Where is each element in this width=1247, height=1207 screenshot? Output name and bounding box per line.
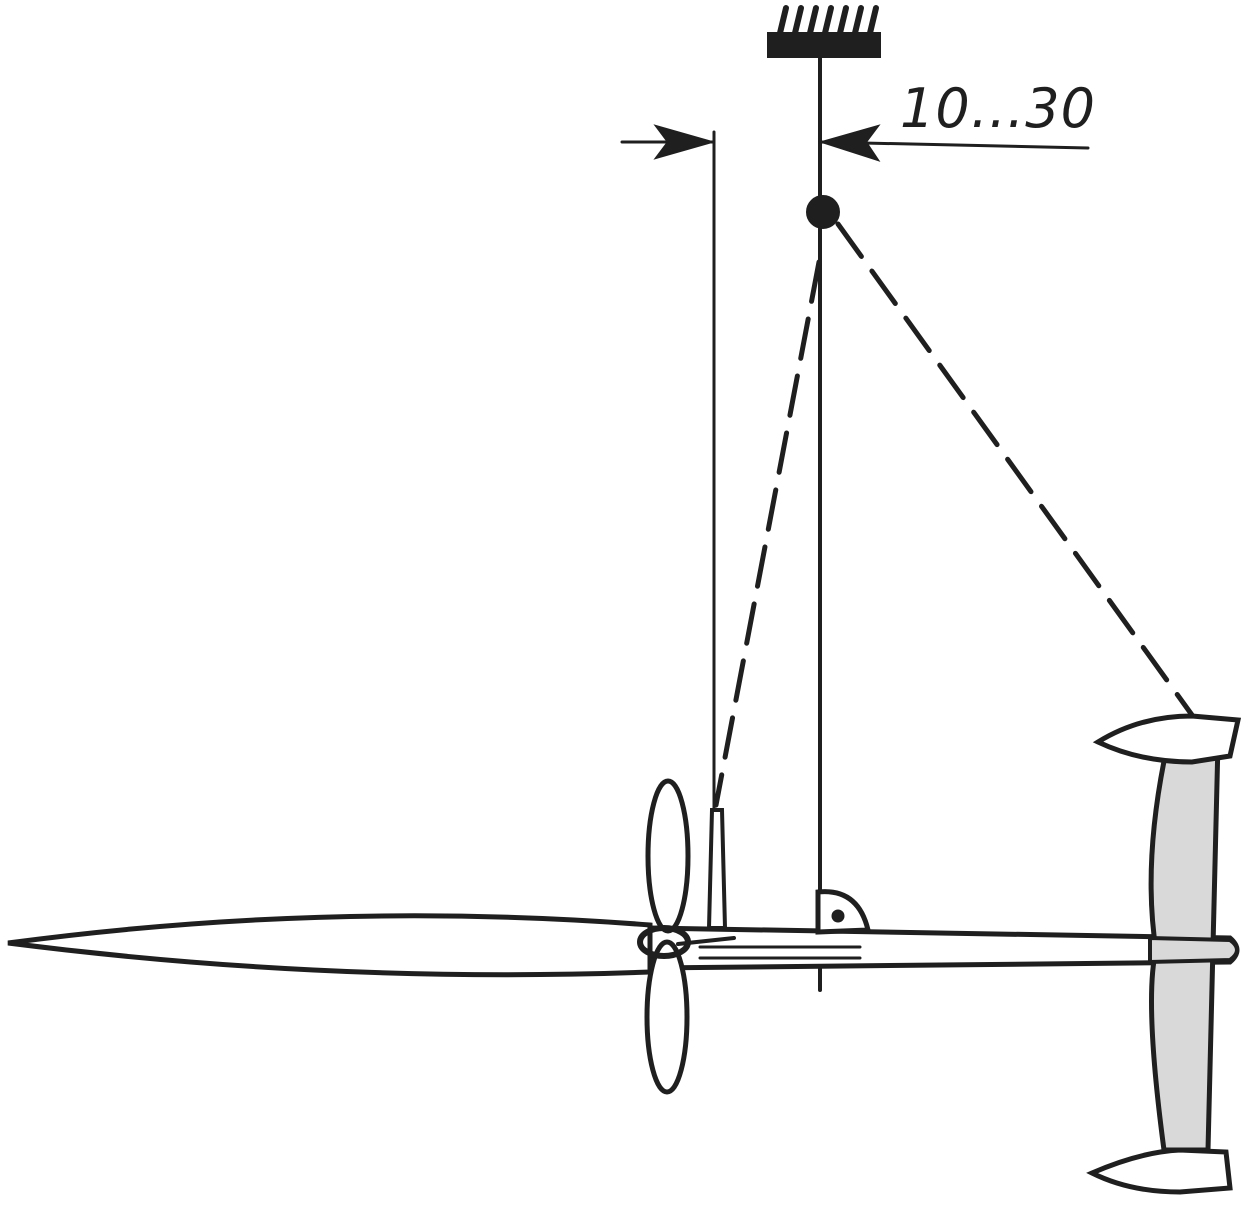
dimension-label: 10...30 [900, 77, 1096, 140]
tail-unit [1086, 713, 1242, 1195]
propeller [637, 778, 736, 1095]
dimension-line [620, 124, 1090, 162]
front-thread [713, 259, 822, 808]
wing-mount [815, 889, 872, 935]
fuselage [7, 913, 1240, 978]
suspension-point [806, 195, 840, 229]
rear-thread [835, 221, 1195, 718]
ceiling-mount [767, 5, 881, 58]
front-strut [706, 808, 728, 930]
